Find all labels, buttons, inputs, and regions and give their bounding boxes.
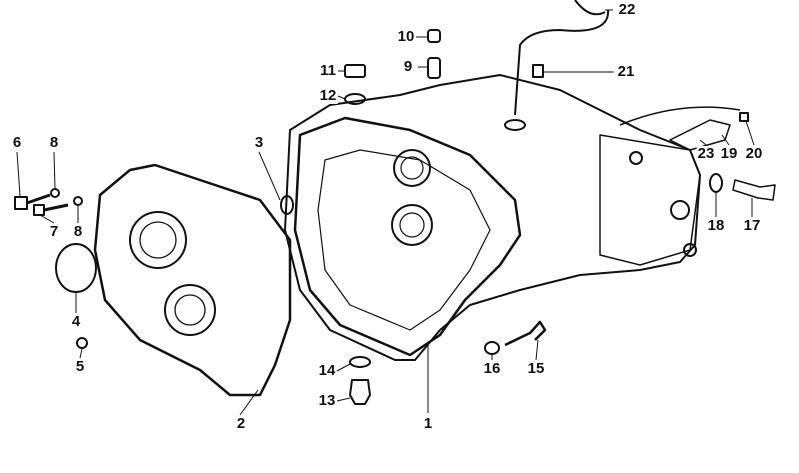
- sleeve-9: [427, 57, 441, 79]
- part-label-12: 12: [318, 87, 338, 104]
- cap-4: [55, 243, 97, 293]
- part-label-21: 21: [616, 63, 636, 80]
- part-label-11: 11: [319, 62, 337, 79]
- part-label-2: 2: [235, 415, 247, 432]
- bolt-6: [14, 196, 28, 210]
- part-label-20: 20: [744, 145, 764, 162]
- washer-16: [484, 341, 500, 355]
- plug-13: [349, 379, 371, 405]
- leader-lines: [16, 9, 755, 416]
- clip-21: [532, 64, 544, 78]
- part-label-3: 3: [253, 134, 265, 151]
- part-label-13: 13: [317, 392, 337, 409]
- part-label-15: 15: [526, 360, 546, 377]
- bolt-7: [33, 204, 45, 216]
- part-label-1: 1: [422, 415, 434, 432]
- part-label-23: 23: [696, 145, 716, 162]
- part-label-14: 14: [317, 362, 337, 379]
- bracket-19: [669, 119, 731, 151]
- part-label-17: 17: [742, 217, 762, 234]
- breather-pipe: [514, 0, 610, 116]
- washer-18: [709, 173, 723, 193]
- part-label-10: 10: [396, 28, 416, 45]
- part-label-5: 5: [74, 358, 86, 375]
- cover-housing: [93, 163, 292, 397]
- cover-bore-upper: [129, 211, 187, 269]
- cap-10: [427, 29, 441, 43]
- bolt-15: [504, 320, 547, 347]
- part-label-4: 4: [70, 313, 82, 330]
- wire: [619, 106, 741, 126]
- cover-bore-lower: [164, 284, 216, 336]
- part-label-8a: 8: [48, 134, 60, 151]
- washer-3: [280, 195, 294, 215]
- main-housing: [284, 74, 701, 361]
- part-label-16: 16: [482, 360, 502, 377]
- screw-20: [739, 112, 749, 122]
- housing-inner: [317, 149, 491, 331]
- part-label-22: 22: [617, 1, 637, 18]
- part-label-8b: 8: [72, 223, 84, 240]
- washer-12: [344, 93, 366, 105]
- housing-flange: [293, 116, 522, 357]
- plug-11: [344, 64, 366, 78]
- part-label-19: 19: [719, 145, 739, 162]
- bolt-17: [732, 179, 776, 201]
- part-label-9: 9: [402, 58, 414, 75]
- part-label-6: 6: [11, 134, 23, 151]
- bearing-bore-lower: [391, 204, 433, 246]
- part-label-7: 7: [48, 223, 60, 240]
- grommet: [504, 119, 526, 131]
- washer-14: [349, 356, 371, 368]
- bearing-bore-upper: [393, 149, 431, 187]
- part-label-18: 18: [706, 217, 726, 234]
- ball-5: [76, 337, 88, 349]
